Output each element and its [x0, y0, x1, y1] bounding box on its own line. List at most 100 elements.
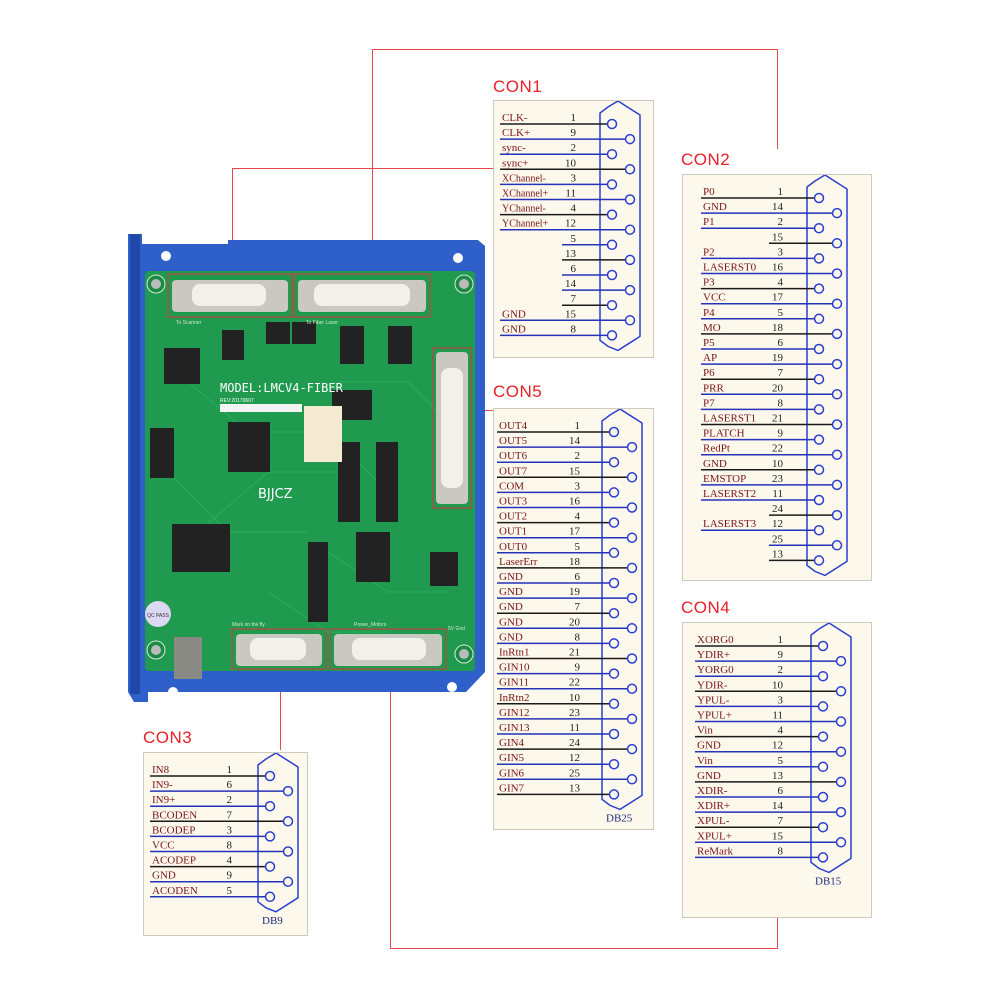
pin-label: OUT0 — [499, 541, 528, 553]
con2-title: CON2 — [681, 150, 731, 169]
pin-contact — [608, 577, 620, 589]
pin-label: YORG0 — [697, 664, 734, 676]
pin-contact — [264, 861, 276, 872]
pin-number: 10 — [569, 692, 581, 704]
pin-contact — [817, 761, 829, 773]
pin-number: 4 — [778, 277, 784, 289]
pin-number: 13 — [569, 782, 581, 794]
pin-number: 18 — [772, 322, 784, 334]
pin-contact — [813, 313, 825, 325]
pin-label: Vin — [697, 755, 713, 767]
pin-label: P1 — [703, 216, 715, 228]
wire-con1b-left — [232, 168, 233, 273]
pin-number: 6 — [571, 263, 577, 275]
pin-label: RedPt — [703, 443, 730, 455]
pin-number: 1 — [575, 420, 581, 432]
pin-contact — [608, 487, 620, 498]
pin-number: 13 — [565, 248, 577, 260]
pin-number: 1 — [227, 764, 233, 776]
con1-schematic: CLK-1CLK+9sync-2sync+10XChannel-3XChanne… — [500, 101, 641, 352]
pin-label: Vin — [697, 725, 713, 737]
pin-contact — [264, 831, 276, 842]
pin-number: 14 — [772, 800, 784, 812]
pin-contact — [831, 207, 843, 219]
chips — [150, 322, 458, 622]
pin-contact — [813, 373, 825, 385]
pin-contact — [835, 837, 847, 848]
pin-number: 9 — [778, 649, 784, 661]
pin-contact — [835, 716, 847, 727]
pin-label: sync+ — [502, 157, 528, 169]
pin-number: 8 — [778, 845, 784, 857]
board-model-label: MODEL:LMCV4-FIBER — [220, 381, 344, 395]
pin-label: LASERST2 — [703, 488, 756, 500]
pin-label: GND — [499, 601, 523, 613]
con1-title: CON1 — [493, 77, 543, 96]
pin-contact — [831, 328, 843, 340]
mount-hole — [161, 251, 171, 261]
pin-number: 21 — [772, 413, 783, 425]
pin-number: 12 — [772, 518, 783, 530]
pin-number: 10 — [772, 458, 784, 470]
pin-number: 15 — [772, 231, 784, 243]
pin-label: GND — [502, 308, 526, 320]
pin-label: P5 — [703, 337, 715, 349]
pin-contact — [624, 284, 636, 296]
pin-label: XPUL- — [697, 815, 730, 827]
pin-label: YDIR+ — [697, 649, 730, 661]
pin-label: YChannel+ — [502, 219, 549, 230]
pin-label: InRtn2 — [499, 692, 530, 704]
barcode — [220, 404, 302, 412]
pin-number: 15 — [569, 465, 581, 477]
pin-contact — [606, 118, 618, 130]
board-rev-label: REV:20170607 — [220, 398, 254, 404]
wire-con4-down — [390, 665, 391, 948]
pin-number: 7 — [778, 815, 784, 827]
pin-label: PRR — [703, 382, 724, 394]
pin-label: GND — [703, 201, 727, 213]
pin-label: LASERST1 — [703, 413, 756, 425]
wire-con2-right — [777, 49, 778, 149]
pin-label: GIN13 — [499, 722, 530, 734]
pin-label: LASERST3 — [703, 518, 757, 530]
mount-hole — [447, 682, 457, 692]
pin-label: GND — [697, 740, 721, 752]
pin-label: LaserErr — [499, 556, 538, 568]
pin-contact — [606, 209, 618, 220]
pin-contact — [626, 683, 638, 694]
con2-shell — [806, 175, 848, 577]
pin-number: 18 — [569, 556, 581, 568]
pin-number: 4 — [227, 855, 233, 867]
pin-contact — [624, 194, 636, 205]
pin-number: 25 — [772, 533, 784, 545]
pin-label: OUT4 — [499, 420, 528, 432]
pin-number: 1 — [778, 634, 784, 646]
pin-number: 6 — [575, 571, 581, 583]
pin-number: 8 — [227, 840, 233, 852]
pin-label: P3 — [703, 277, 715, 289]
pin-number: 6 — [778, 785, 784, 797]
pin-label: XPUL+ — [697, 830, 732, 842]
pin-contact — [813, 555, 825, 566]
pin-contact — [624, 315, 636, 326]
pin-label: LASERST0 — [703, 262, 757, 274]
con3-type-label: DB9 — [262, 915, 283, 927]
pin-number: 13 — [772, 548, 784, 560]
pin-contact — [608, 698, 620, 710]
pin-number: 2 — [575, 450, 581, 462]
pin-contact — [606, 239, 618, 251]
con5-shell — [601, 409, 643, 811]
pin-contact — [282, 785, 294, 797]
pin-number: 16 — [569, 496, 581, 508]
pin-number: 4 — [778, 725, 784, 737]
pin-label: XChannel+ — [502, 189, 549, 200]
pin-label: GND — [502, 323, 526, 335]
pin-label: IN9+ — [152, 794, 175, 806]
pin-label: YPUL- — [697, 694, 730, 706]
pin-contact — [626, 441, 638, 453]
pin-contact — [624, 224, 636, 235]
pin-number: 10 — [565, 157, 577, 169]
pin-label: YDIR- — [697, 679, 728, 691]
pin-contact — [624, 254, 636, 266]
